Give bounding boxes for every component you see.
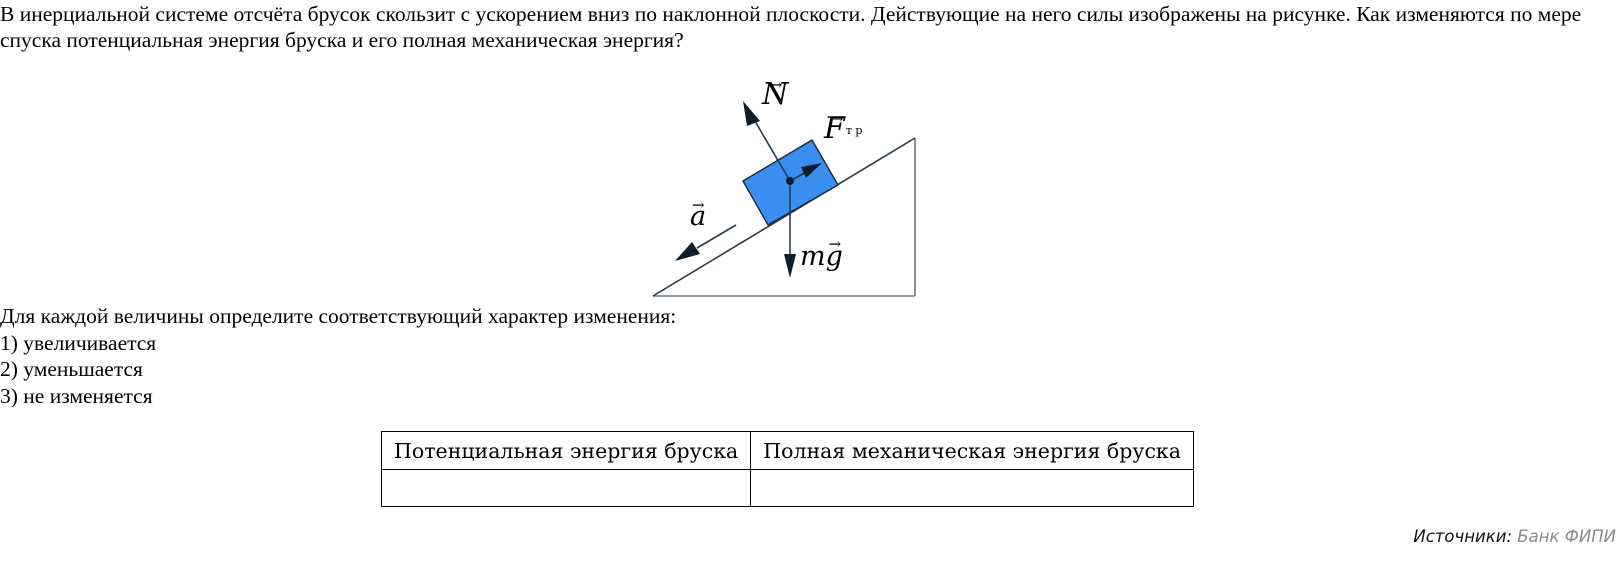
instructions: Для каждой величины определите соответст… [0, 303, 676, 409]
question-text: В инерциальной системе отсчёта брусок ск… [0, 2, 1582, 52]
answer-cell-potential-energy[interactable] [380, 469, 752, 507]
option-unchanged: 3) не изменяется [0, 383, 153, 408]
gravity-label: m→g [800, 235, 843, 272]
gravity-arrow-icon [784, 181, 796, 278]
incline-triangle [652, 137, 916, 297]
friction-force-label: → Fт р [824, 109, 863, 146]
acceleration-arrow-icon [675, 224, 737, 261]
normal-force-label: → N [762, 75, 789, 112]
header-potential-energy: Потенциальная энергия бруска [380, 431, 752, 470]
inclined-plane-figure: → N → Fт р → a m→g [640, 72, 940, 312]
instructions-prompt: Для каждой величины определите соответст… [0, 304, 677, 328]
answer-cell-mechanical-energy[interactable] [750, 469, 1194, 507]
source-attribution: Источники: Банк ФИПИ [1413, 527, 1616, 546]
source-link[interactable]: Банк ФИПИ [1517, 527, 1616, 546]
option-increases: 1) увеличивается [0, 330, 157, 355]
normal-force-arrow-icon [743, 101, 791, 182]
answer-table-header-row: Потенциальная энергия бруска Полная меха… [380, 431, 1194, 470]
header-mechanical-energy: Полная механическая энергия бруска [750, 431, 1194, 470]
center-of-mass-dot [786, 177, 794, 185]
acceleration-label: → a [690, 196, 707, 232]
answer-table: Потенциальная энергия бруска Полная меха… [380, 431, 1194, 507]
answer-table-row [380, 469, 1194, 507]
option-decreases: 2) уменьшается [0, 357, 143, 381]
source-label: Источники: [1413, 527, 1513, 546]
